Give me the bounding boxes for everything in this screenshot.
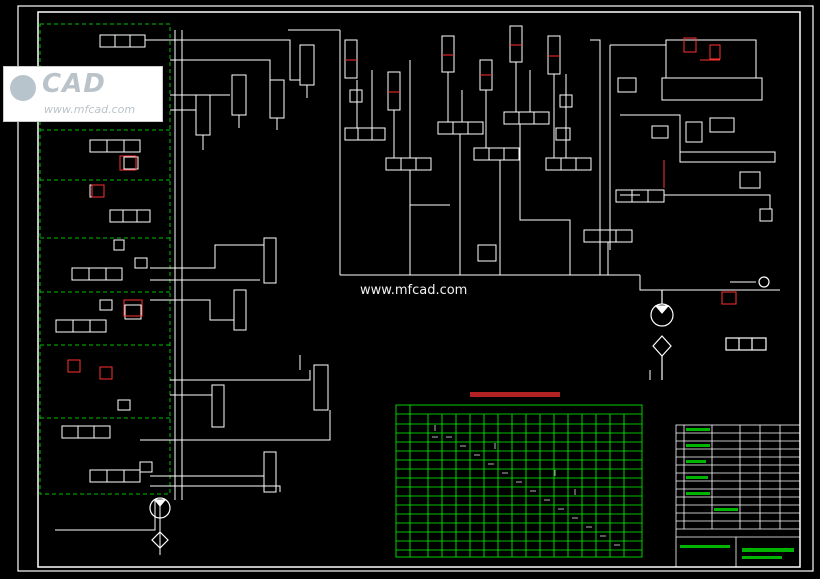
left-directional-valves — [55, 34, 153, 483]
left-pump — [149, 497, 171, 549]
right-red-parts — [663, 37, 737, 305]
logo-url: www.mfcad.com — [44, 103, 136, 116]
outer-frame — [17, 5, 814, 572]
center-cylinders — [344, 25, 561, 111]
watermark-url: www.mfcad.com — [360, 283, 468, 298]
left-connection-lines — [140, 39, 331, 492]
center-lines — [288, 29, 640, 276]
title-block — [675, 424, 801, 568]
logo-brand: CAD — [42, 69, 106, 99]
center-red-cylinders — [345, 44, 560, 93]
left-cylinders — [195, 44, 329, 493]
left-valve-stations — [39, 23, 171, 495]
right-machine — [609, 39, 780, 291]
logo-mark-icon — [10, 75, 36, 101]
inner-frame — [37, 11, 801, 568]
misc-connectors — [299, 281, 756, 380]
left-red-valves — [67, 155, 143, 380]
sequence-table-title — [470, 392, 560, 397]
left-pressure-lines — [55, 30, 183, 555]
watermark-logo: CAD www.mfcad.com — [3, 66, 163, 122]
center-directional-valves — [344, 89, 665, 262]
title-block-fills — [680, 428, 794, 559]
sequence-table-marks — [432, 425, 620, 546]
sequence-table — [395, 404, 643, 558]
right-pump — [650, 276, 770, 380]
